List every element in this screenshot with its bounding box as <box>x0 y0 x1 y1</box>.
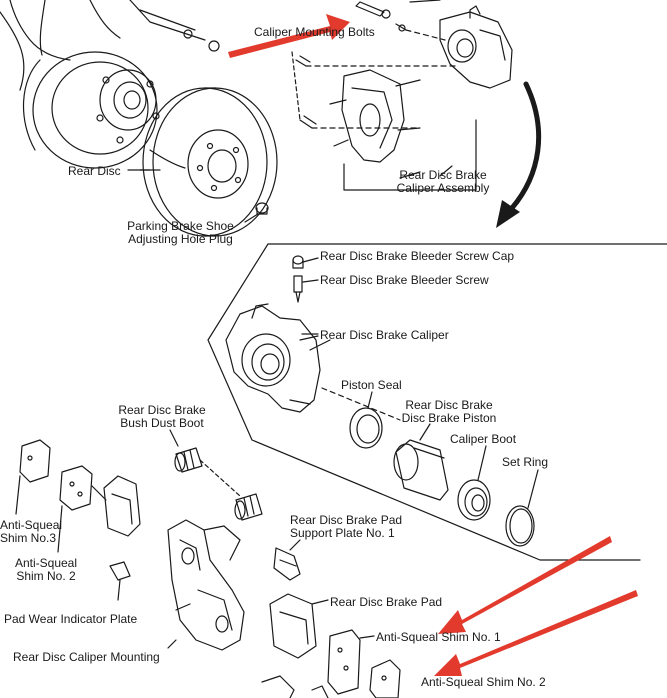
label-shim3-2: Shim No.3 <box>0 531 57 545</box>
label-bush-boot-2: Bush Dust Boot <box>120 416 204 430</box>
caliper-mounting <box>167 519 245 651</box>
label-shim2-left-1: Anti-Squeal <box>14 556 78 570</box>
piston-seal <box>349 391 383 449</box>
anti-squeal-shim-2-left <box>57 465 93 553</box>
red-arrow-icon <box>434 590 638 676</box>
parking-brake-plug <box>244 202 269 223</box>
label-rear-disc: Rear Disc <box>68 164 121 178</box>
label-caliper-boot: Caliper Boot <box>450 432 517 446</box>
label-bush-boot-1: Rear Disc Brake <box>118 403 206 417</box>
label-parking-plug-1: Parking Brake Shoe <box>127 219 234 233</box>
label-set-ring: Set Ring <box>502 455 549 469</box>
support-plate-1 <box>273 539 301 581</box>
pad-wear-indicator-plate <box>109 561 131 601</box>
label-support-plate-2: Support Plate No. 1 <box>290 526 395 540</box>
bush-dust-boot <box>169 429 263 521</box>
label-caliper-mounting: Rear Disc Caliper Mounting <box>13 650 160 664</box>
brake-pad-right <box>269 593 329 659</box>
label-piston-seal: Piston Seal <box>341 378 402 392</box>
label-shim2-right: Anti-Squeal Shim No. 2 <box>421 675 546 689</box>
detail-caliper <box>225 303 401 421</box>
hub-assembly <box>0 0 220 169</box>
label-bleeder-screw: Rear Disc Brake Bleeder Screw <box>320 273 489 287</box>
caliper-assembly-top <box>329 5 513 191</box>
leader-lines <box>127 165 453 611</box>
anti-squeal-shim-1 <box>327 629 375 695</box>
label-brake-pad: Rear Disc Brake Pad <box>330 595 443 609</box>
disc-brake-piston <box>393 423 449 501</box>
label-bleeder-cap: Rear Disc Brake Bleeder Screw Cap <box>320 249 515 263</box>
label-parking-plug-2: Adjusting Hole Plug <box>128 232 233 246</box>
label-caliper: Rear Disc Brake Caliper <box>320 328 449 342</box>
label-piston-1: Rear Disc Brake <box>405 398 493 412</box>
label-wear-plate: Pad Wear Indicator Plate <box>4 612 138 626</box>
caliper-boot <box>457 445 491 521</box>
label-piston-2: Disc Brake Piston <box>401 411 497 425</box>
red-arrow-icon <box>228 14 350 58</box>
label-shim3-1: Anti-Squeal <box>0 518 63 532</box>
label-support-plate-1: Rear Disc Brake Pad <box>290 513 403 527</box>
bottom-clips <box>261 675 329 698</box>
label-caliper-assembly-2: Caliper Assembly <box>396 181 490 195</box>
caliper-bolts <box>291 0 456 129</box>
label-shim1: Anti-Squeal Shim No. 1 <box>376 630 501 644</box>
caliper-detail-panel <box>207 243 667 561</box>
set-ring <box>505 469 539 547</box>
label-caliper-assembly-1: Rear Disc Brake <box>399 168 487 182</box>
red-arrow-icon <box>438 536 612 634</box>
brake-pad-left <box>91 475 141 537</box>
bleeder-screw <box>292 255 319 303</box>
label-shim2-left-2: Shim No. 2 <box>16 569 76 583</box>
label-caliper-bolts: Caliper Mounting Bolts <box>254 25 375 39</box>
curved-arrow-icon <box>496 81 542 228</box>
anti-squeal-shim-2-right <box>369 659 401 698</box>
anti-squeal-shim-3 <box>15 439 51 515</box>
